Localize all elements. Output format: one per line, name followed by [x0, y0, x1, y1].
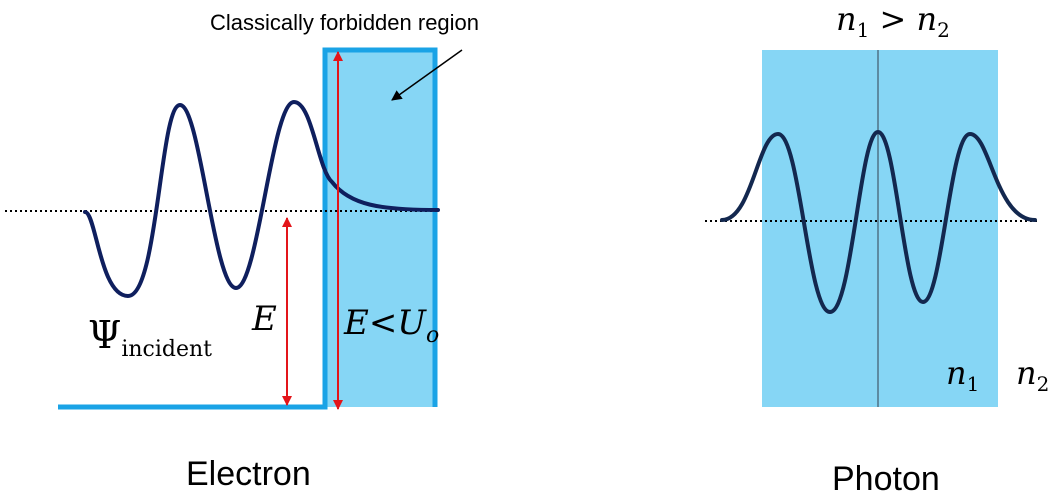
psi-subscript: incident [121, 337, 212, 362]
core-index-sub: 1 [967, 372, 980, 396]
barrier-energy-subscript: o [426, 323, 439, 348]
annotation-arrow [391, 49, 463, 101]
cladding-index-n: n [1016, 354, 1037, 392]
core-index-label: n1 [946, 354, 979, 396]
index-n2: n [917, 0, 938, 38]
cladding-index-sub: 2 [1037, 372, 1050, 396]
barrier-energy-label: E<Uo [343, 303, 439, 348]
barrier-energy-main: E<U [343, 303, 427, 343]
index-relation: > [869, 0, 916, 38]
index-n2-sub: 2 [937, 18, 950, 42]
barrier-outline [58, 47, 438, 410]
photon-mode-profile [720, 129, 1037, 315]
index-n1: n [836, 0, 857, 38]
electron-wavefunction [83, 99, 440, 299]
core-index-n: n [946, 354, 967, 392]
cladding-index-label: n2 [1016, 354, 1049, 396]
index-condition: n1 > n2 [836, 0, 950, 42]
psi-incident-label: Ψincident [88, 313, 212, 362]
psi-symbol: Ψ [88, 313, 121, 357]
photon-panel: n1 > n2 n1 n2 Photon [705, 0, 1049, 498]
waveguide-core [762, 50, 998, 407]
index-n1-sub: 1 [857, 18, 870, 42]
potential-barrier [325, 50, 435, 407]
forbidden-region-annotation: Classically forbidden region [210, 10, 479, 35]
electron-caption: Electron [186, 455, 311, 493]
electron-panel: Classically forbidden region Ψincident E… [5, 10, 479, 493]
energy-label: E [251, 299, 277, 339]
photon-caption: Photon [832, 460, 940, 498]
